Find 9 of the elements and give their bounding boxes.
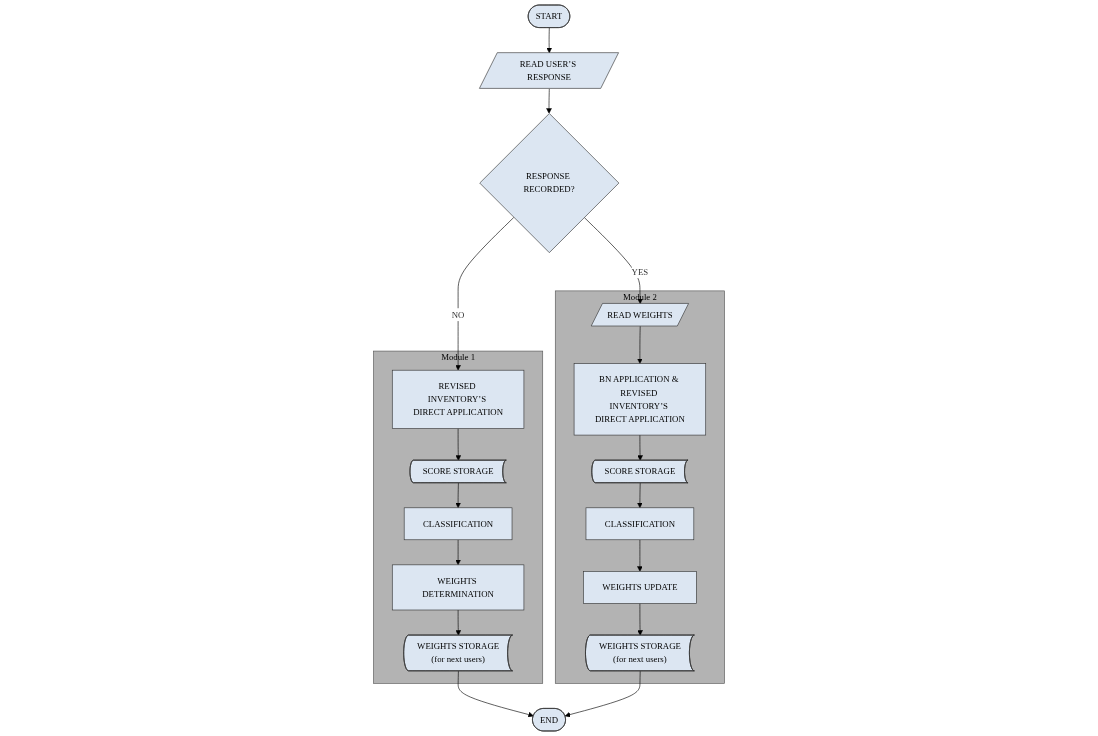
- node-box: BN APPLICATION & REVISED INVENTORY’S DIRECT APPLICATION: [573, 363, 707, 436]
- node-box: CLASSIFICATION: [585, 507, 695, 541]
- node-diamond: RESPONSE RECORDED?: [479, 113, 620, 253]
- node-box: WEIGHTS UPDATE: [583, 571, 697, 604]
- edge-label: NO: [451, 310, 465, 320]
- edge-label: YES: [631, 267, 649, 277]
- node-box: CLASSIFICATION: [403, 507, 513, 541]
- node-box: REVISED INVENTORY’S DIRECT APPLICATION: [391, 369, 525, 429]
- node-box: WEIGHTS DETERMINATION: [391, 564, 525, 611]
